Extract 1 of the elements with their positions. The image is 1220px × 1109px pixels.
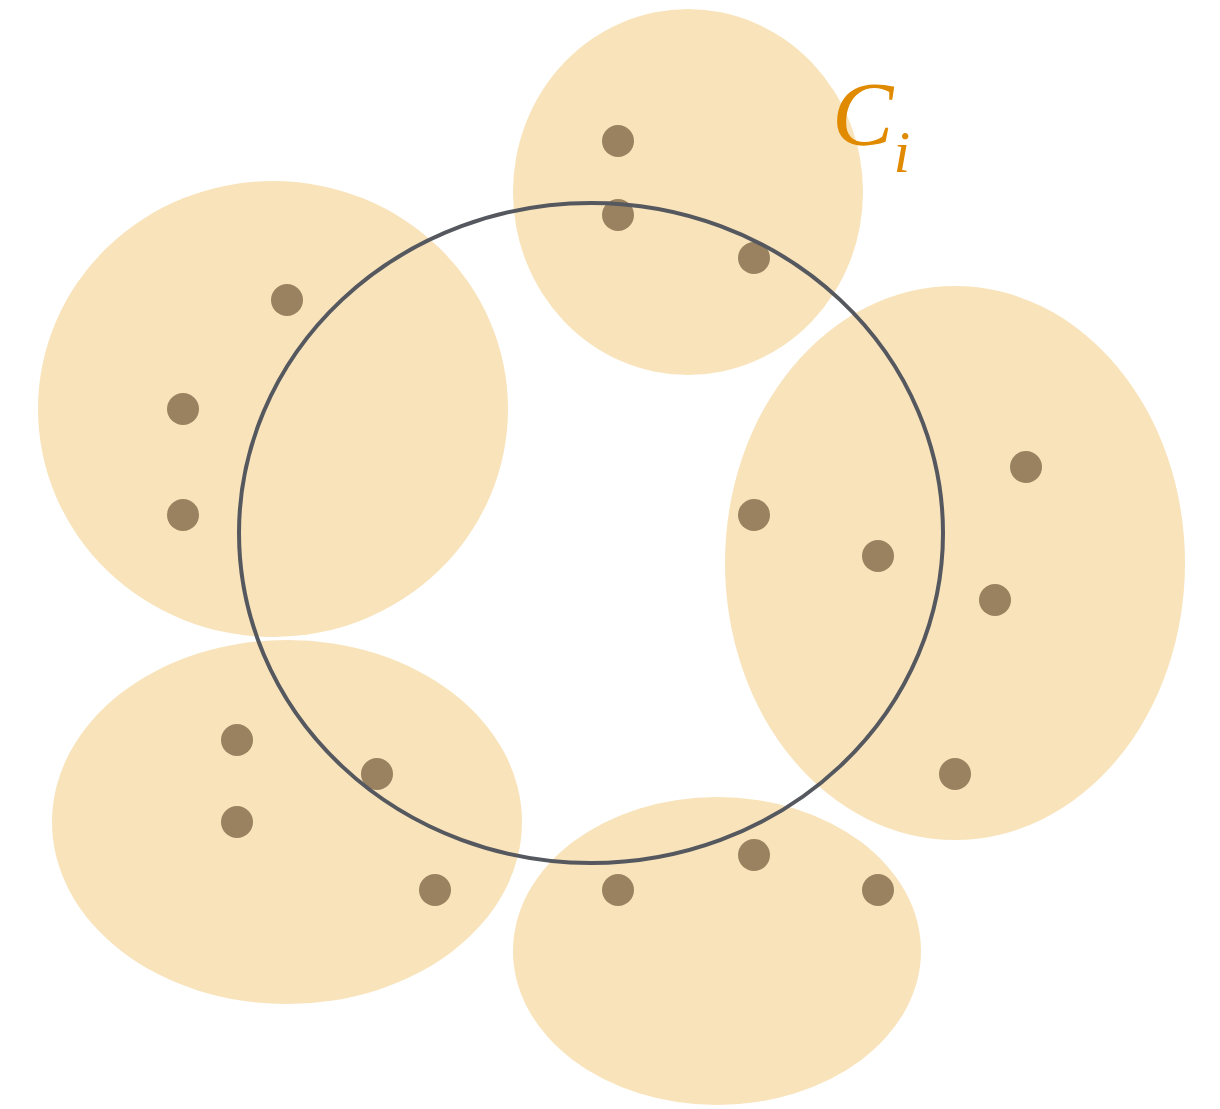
set-label: C$_{i}$ <box>832 68 911 182</box>
